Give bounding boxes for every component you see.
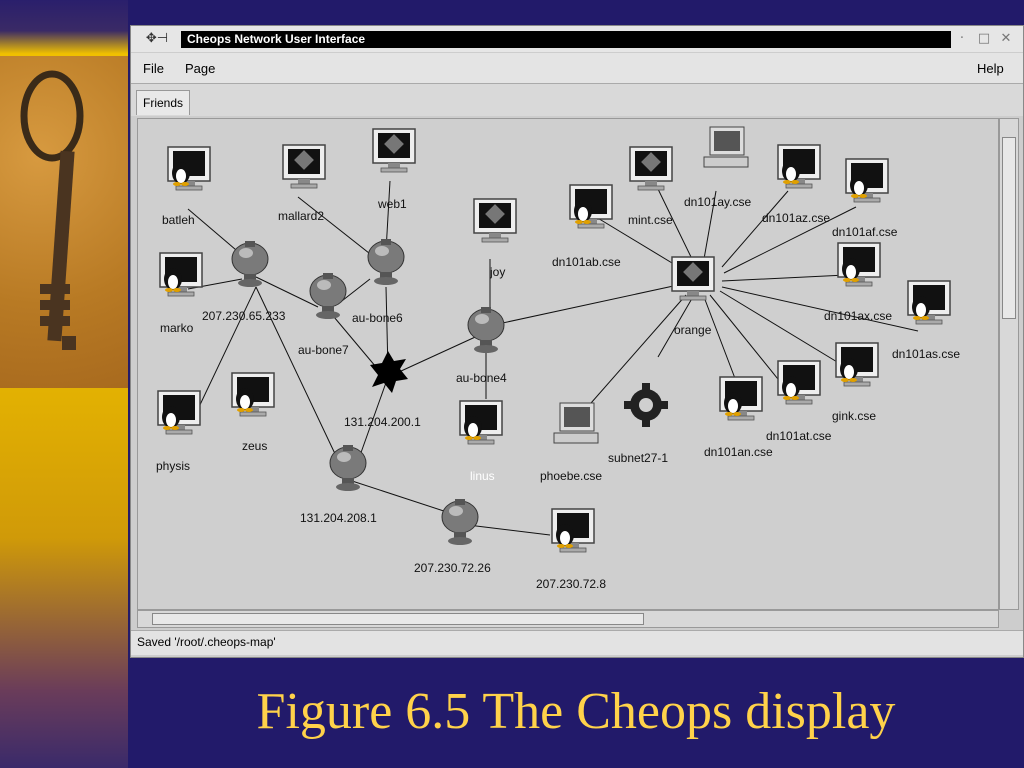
computer-icon[interactable] <box>719 376 763 421</box>
window-menu-icon[interactable]: ✥⊣ <box>145 31 169 46</box>
close-button[interactable]: ✕ <box>1000 31 1012 46</box>
computer-icon[interactable] <box>777 144 821 189</box>
node-label: au-bone6 <box>352 311 403 325</box>
node-label: dn101az.cse <box>762 211 831 225</box>
blackhole-icon[interactable] <box>370 351 408 393</box>
node-label: joy <box>490 265 506 279</box>
router-icon[interactable] <box>441 498 479 546</box>
computer-icon[interactable] <box>157 390 201 435</box>
computer-icon[interactable] <box>459 400 503 445</box>
node-label: dn101ab.cse <box>552 255 621 269</box>
node-label: linus <box>470 469 495 483</box>
computer-icon[interactable] <box>671 256 715 301</box>
vertical-scroll-thumb[interactable] <box>1002 137 1016 319</box>
node-label: web1 <box>378 197 407 211</box>
node-label: batleh <box>162 213 195 227</box>
router-icon[interactable] <box>467 306 505 354</box>
window-title: Cheops Network User Interface <box>181 31 951 48</box>
computer-icon[interactable] <box>372 128 416 173</box>
node-label: gink.cse <box>832 409 877 423</box>
router-icon[interactable] <box>309 272 347 320</box>
computer-icon[interactable] <box>845 158 889 203</box>
computer-icon[interactable] <box>837 242 881 287</box>
horizontal-scrollbar[interactable] <box>137 610 999 628</box>
vertical-scrollbar[interactable] <box>999 118 1019 610</box>
node-label: dn101af.cse <box>832 225 898 239</box>
computer-icon[interactable] <box>835 342 879 387</box>
menu-help[interactable]: Help <box>977 61 1004 76</box>
computer-icon[interactable] <box>159 252 203 297</box>
tab-friends[interactable]: Friends <box>136 90 191 115</box>
node-label: phoebe.cse <box>540 469 603 483</box>
menu-bar: File Page Help <box>131 53 1023 84</box>
node-label: au-bone4 <box>456 371 507 385</box>
computer-icon[interactable] <box>629 146 673 191</box>
node-label: marko <box>160 321 194 335</box>
maximize-button[interactable]: □ <box>977 31 991 46</box>
node-label: dn101at.cse <box>766 429 832 443</box>
menu-page[interactable]: Page <box>185 61 216 76</box>
router-icon[interactable] <box>367 238 405 286</box>
node-label: 207.230.72.8 <box>536 577 607 591</box>
node-label: zeus <box>242 439 268 453</box>
computer-icon[interactable] <box>551 508 595 553</box>
cheops-window: ✥⊣ Cheops Network User Interface · □ ✕ F… <box>130 25 1024 658</box>
slide-caption: Figure 6.5 The Cheops display <box>256 683 896 740</box>
computer-icon[interactable] <box>231 372 275 417</box>
node-label: orange <box>674 323 712 337</box>
title-bar: ✥⊣ Cheops Network User Interface · □ ✕ <box>131 26 1023 52</box>
node-label: au-bone7 <box>298 343 349 357</box>
status-bar: Saved '/root/.cheops-map' <box>131 630 1023 655</box>
node-label: dn101as.cse <box>892 347 961 361</box>
computer-icon[interactable] <box>167 146 211 191</box>
tab-bar <box>131 84 1023 116</box>
key-image <box>0 56 128 388</box>
node-label: 207.230.72.26 <box>414 561 491 575</box>
computer-icon[interactable] <box>282 144 326 189</box>
node-label: dn101ay.cse <box>684 195 752 209</box>
computer-icon[interactable] <box>777 360 821 405</box>
node-label: subnet27-1 <box>608 451 669 465</box>
desktop-computer-icon[interactable] <box>703 126 749 168</box>
menu-file[interactable]: File <box>143 61 164 76</box>
node-label: 131.204.208.1 <box>300 511 377 525</box>
computer-icon[interactable] <box>569 184 613 229</box>
network-map[interactable]: batleh mallard2 web1 marko 207.230.65.23… <box>137 118 999 610</box>
node-label: mint.cse <box>628 213 673 227</box>
computer-icon[interactable] <box>473 198 517 243</box>
node-label: dn101an.cse <box>704 445 773 459</box>
node-label: physis <box>156 459 191 473</box>
slide-sidebar <box>0 0 128 768</box>
horizontal-scroll-thumb[interactable] <box>152 613 644 625</box>
minimize-button[interactable]: · <box>959 31 965 46</box>
node-label: dn101ax.cse <box>824 309 893 323</box>
node-label: 131.204.200.1 <box>344 415 421 429</box>
computer-icon[interactable] <box>907 280 951 325</box>
node-label: 207.230.65.233 <box>202 309 286 323</box>
desktop-computer-icon[interactable] <box>553 402 599 444</box>
node-label: mallard2 <box>278 209 325 223</box>
gear-icon[interactable] <box>624 383 668 427</box>
